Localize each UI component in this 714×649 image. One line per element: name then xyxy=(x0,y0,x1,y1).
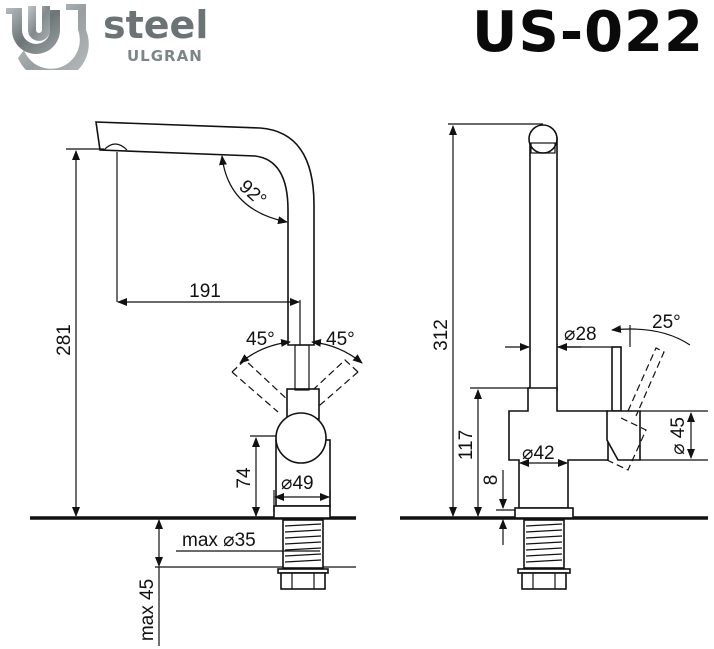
model-number: US-022 xyxy=(472,0,704,65)
front-view: 281 191 92° 45° 45° 74 ⌀49 max ⌀35 max 4… xyxy=(30,121,363,646)
dim-base-height: 8 xyxy=(481,475,502,486)
mixer-body xyxy=(275,412,327,464)
dim-body-height: 74 xyxy=(234,467,255,489)
dim-lever-right-angle: 45° xyxy=(326,329,355,350)
brand-logo: steel ULGRAN xyxy=(6,3,208,70)
handle xyxy=(606,410,641,461)
spout xyxy=(95,121,315,346)
dim-handle-diameter: ⌀ 45 xyxy=(668,417,689,455)
dim-countertop-thickness: max 45 xyxy=(137,579,158,641)
dim-height-total: 312 xyxy=(431,319,452,351)
brand-subname: ULGRAN xyxy=(127,47,203,65)
dim-lever-tilt-angle: 25° xyxy=(652,312,681,333)
dim-lever-height: 117 xyxy=(456,430,477,460)
dim-hole-diameter: max ⌀35 xyxy=(182,530,256,551)
brand-name: steel xyxy=(103,3,208,47)
aerator xyxy=(103,143,128,151)
dim-base-diameter: ⌀42 xyxy=(522,443,555,464)
ulgran-u-logo-icon xyxy=(6,4,89,70)
dim-spout-reach: 191 xyxy=(189,281,221,302)
side-view: 312 ⌀28 25° 117 ⌀42 8 ⌀ 45 xyxy=(400,123,708,590)
spout-pipe xyxy=(529,137,558,391)
dim-spout-diameter: ⌀28 xyxy=(564,324,597,345)
dim-body-diameter: ⌀49 xyxy=(281,473,314,494)
dim-spout-angle: 92° xyxy=(235,176,270,211)
dim-height-total: 281 xyxy=(54,324,75,356)
dim-lever-left-angle: 45° xyxy=(246,329,275,350)
